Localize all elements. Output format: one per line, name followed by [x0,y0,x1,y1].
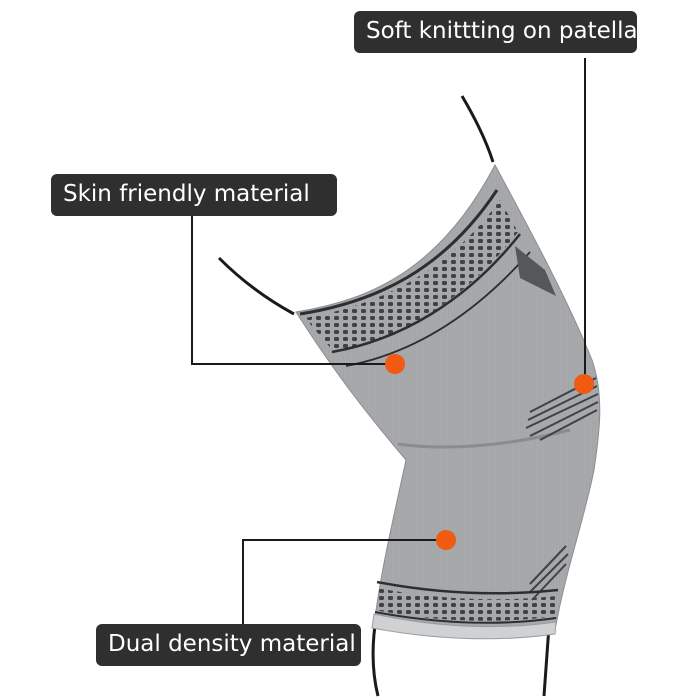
thigh-outline-front [217,256,295,316]
leader-line-skin [191,216,394,365]
callout-soft-knitting-patella: Soft knittting on patella [354,11,638,53]
top-knit-band [305,200,518,352]
marker-dual-dot [436,530,456,550]
patella-side-stripes [525,377,599,441]
leader-line-dual [242,539,446,624]
knee-fold [397,428,571,449]
upper-side-stripes [515,246,556,296]
callout-skin-friendly-material: Skin friendly material [51,174,337,216]
marker-patella-dot [574,374,594,394]
bottom-knit-band [375,588,557,621]
marker-skin-dot [385,354,405,374]
thigh-outline-back [460,95,495,163]
lower-side-stripes [529,545,569,601]
callout-dual-density-material: Dual density material [96,624,361,666]
bottom-hem [371,613,557,640]
